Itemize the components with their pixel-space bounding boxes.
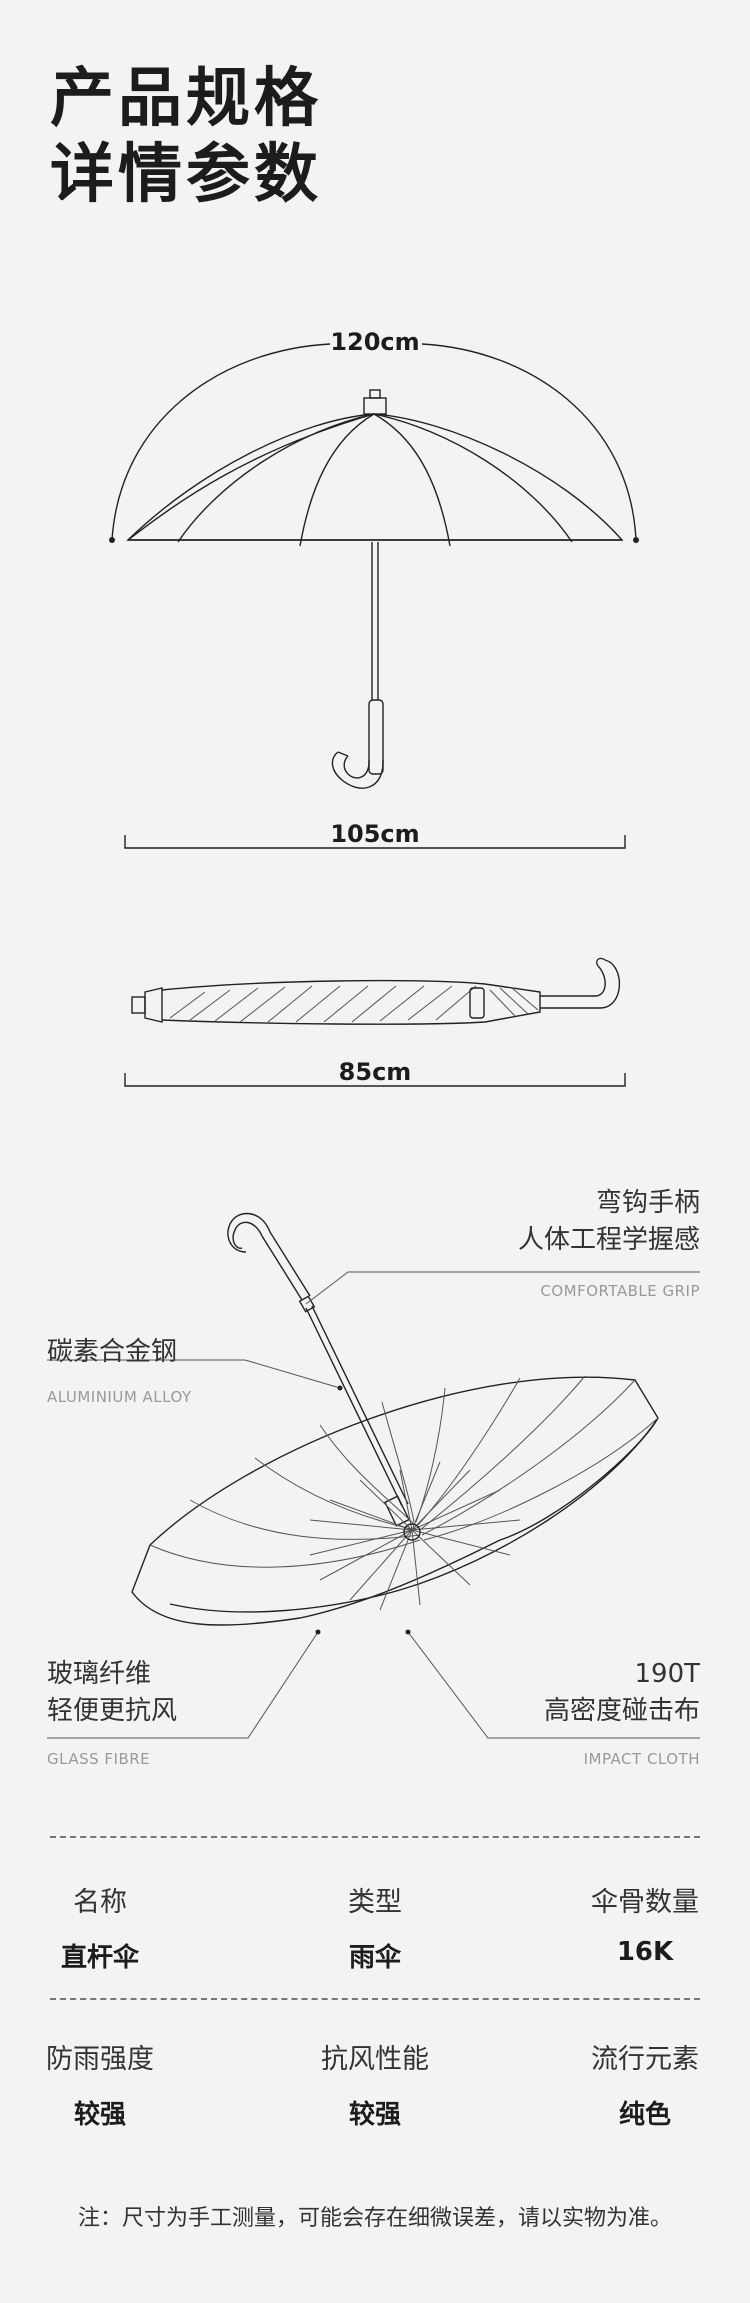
open-height-dimension: 105cm	[330, 820, 420, 848]
shaft-callout-title: 碳素合金钢	[47, 1337, 178, 1367]
spec-value-wind-resistance: 较强	[348, 2100, 401, 2130]
spec-key-name: 名称	[73, 1887, 127, 1918]
canopy-callout-en: IMPACT CLOTH	[583, 1750, 700, 1768]
handle-callout-en: COMFORTABLE GRIP	[540, 1282, 700, 1300]
measurement-note: 注：尺寸为手工测量，可能会存在细微误差，请以实物为准。	[77, 2206, 672, 2231]
ribs-callout-title: 玻璃纤维	[47, 1659, 152, 1689]
handle-callout-title: 弯钩手柄	[595, 1188, 700, 1218]
spec-key-rib-count: 伞骨数量	[591, 1887, 699, 1918]
folded-length-dimension: 85cm	[338, 1058, 412, 1086]
spec-divider-top	[50, 1836, 700, 1838]
canopy-callout-subtitle: 高密度碰击布	[543, 1696, 700, 1726]
handle-callout-subtitle: 人体工程学握感	[517, 1225, 700, 1255]
spec-value-type: 雨伞	[348, 1943, 401, 1973]
spec-key-rain-resistance: 防雨强度	[46, 2044, 154, 2075]
page-title-line2: 详情参数	[50, 138, 322, 212]
spec-key-type: 类型	[348, 1887, 402, 1918]
open-width-dimension: 120cm	[330, 328, 420, 356]
ribs-callout-en: GLASS FIBRE	[47, 1750, 151, 1768]
shaft-callout-en: ALUMINIUM ALLOY	[47, 1388, 192, 1406]
page-title-line1: 产品规格	[50, 62, 322, 136]
spec-value-rain-resistance: 较强	[73, 2100, 126, 2130]
open-umbrella-illustration	[109, 343, 639, 1087]
spec-value-name: 直杆伞	[60, 1943, 139, 1973]
spec-key-style: 流行元素	[591, 2044, 699, 2075]
spec-value-style: 纯色	[618, 2100, 671, 2130]
canopy-callout-title: 190T	[634, 1659, 700, 1689]
ribs-callout-subtitle: 轻便更抗风	[47, 1696, 178, 1726]
spec-key-wind-resistance: 抗风性能	[321, 2044, 429, 2075]
spec-value-rib-count: 16K	[616, 1937, 674, 1967]
spec-divider-middle	[50, 1998, 700, 2000]
inverted-umbrella-illustration	[47, 1212, 700, 1739]
